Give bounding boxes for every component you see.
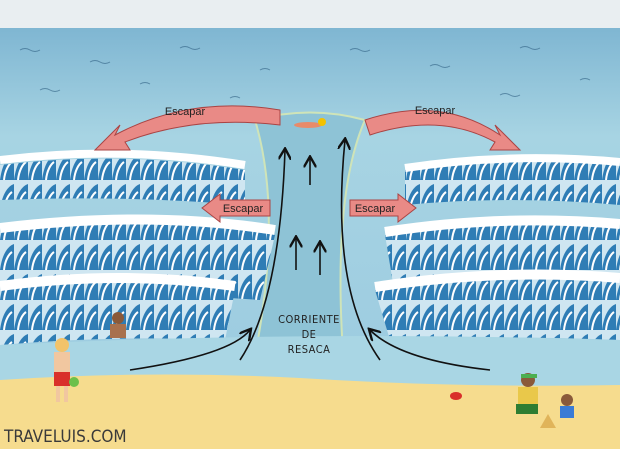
distant-ripples <box>19 46 591 99</box>
rip-channel <box>248 111 367 381</box>
left-breaking-waves <box>0 149 276 345</box>
escape-label: Escapar <box>415 105 456 117</box>
current-arrows <box>129 140 491 371</box>
escape-arrow-mid-right: Escapar <box>349 192 417 224</box>
label-line: RESACA <box>288 343 331 356</box>
escape-arrow-mid-left: Escapar <box>201 192 271 224</box>
label-line: CORRIENTE <box>278 313 340 326</box>
escape-arrow-top-left: Escapar <box>93 105 281 151</box>
child-in-water <box>110 312 126 338</box>
sand <box>0 374 620 449</box>
sky <box>0 0 620 30</box>
escape-arrow-top-right: Escapar <box>364 105 522 151</box>
right-breaking-waves <box>374 154 620 340</box>
child-on-beach <box>54 338 79 402</box>
label-line: DE <box>302 328 317 341</box>
people-building-sandcastle <box>516 373 574 428</box>
rip-current-label: CORRIENTE DE RESACA <box>278 313 340 356</box>
crab <box>450 392 462 400</box>
escape-label: Escapar <box>355 203 396 215</box>
escape-label: Escapar <box>223 203 264 215</box>
watermark: TRAVELUIS.COM <box>3 427 127 447</box>
escape-label: Escapar <box>165 106 206 118</box>
swimmer <box>294 118 326 128</box>
